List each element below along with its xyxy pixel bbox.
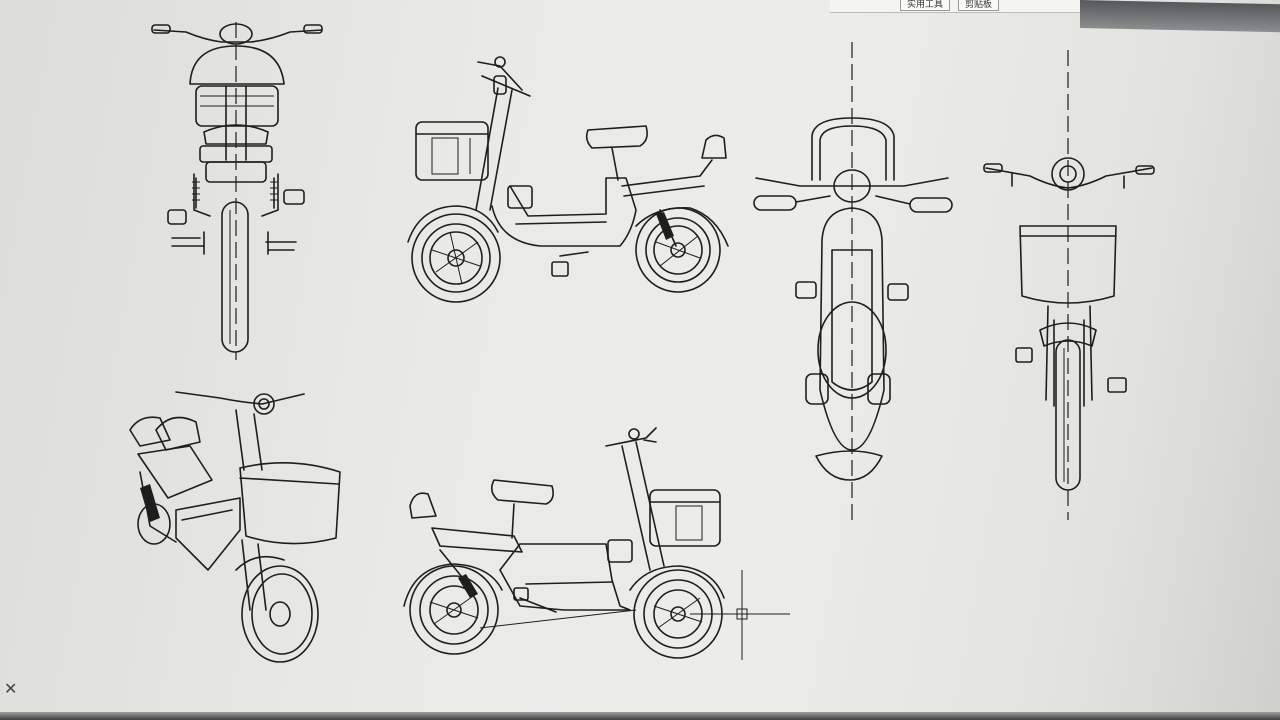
isometric-view[interactable] [129,391,341,663]
left-side-view[interactable] [403,427,725,659]
rear-view[interactable] [983,50,1155,520]
ribbon-utilities-tab[interactable]: 实用工具 [900,0,951,11]
right-side-view[interactable] [407,56,729,303]
ucs-icon: ✕ [4,681,18,698]
ribbon-bar: 实用工具 剪贴板 [830,0,1080,13]
crosshair-cursor-icon [690,570,790,660]
ribbon-clipboard-tab[interactable]: 剪贴板 [958,0,1000,11]
drawing-canvas[interactable] [0,10,1280,715]
monitor-bottom-bezel [0,712,1280,720]
front-view[interactable] [151,22,323,360]
top-view[interactable] [753,42,953,520]
cad-drawing [129,22,1155,663]
